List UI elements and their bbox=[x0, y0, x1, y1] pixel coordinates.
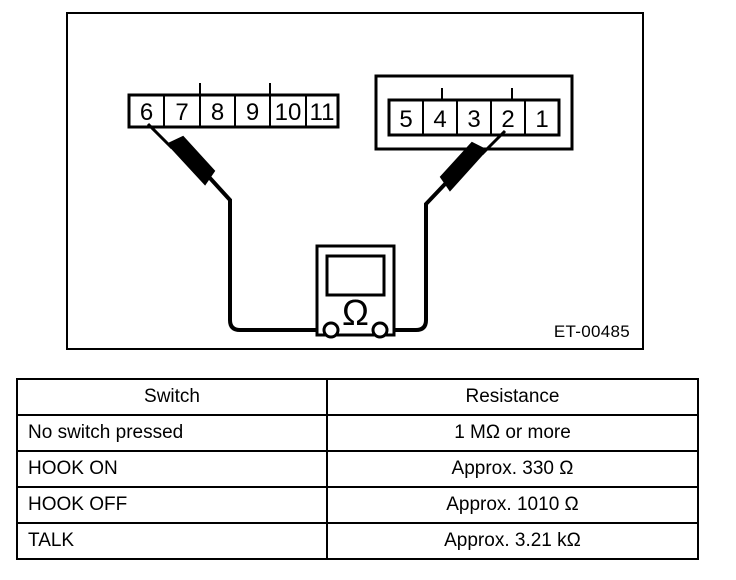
ohmmeter-terminal-right bbox=[371, 321, 389, 339]
cell-resistance: 1 MΩ or more bbox=[326, 414, 699, 452]
right-connector: 5 4 3 2 1 bbox=[374, 74, 574, 151]
table-row: HOOK ON Approx. 330 Ω bbox=[16, 450, 699, 488]
cell-switch: No switch pressed bbox=[16, 414, 328, 452]
left-pin-label-9: 9 bbox=[246, 99, 259, 126]
ohmmeter: Ω bbox=[315, 244, 396, 339]
right-lead-wire bbox=[391, 181, 448, 332]
left-pin-label-10: 10 bbox=[275, 99, 302, 126]
left-probe-handle-icon bbox=[166, 135, 216, 186]
wiring-diagram: 6 7 8 9 10 11 5 4 3 2 1 bbox=[127, 74, 574, 339]
right-pin-label-4: 4 bbox=[433, 106, 446, 133]
cell-switch: TALK bbox=[16, 522, 328, 560]
left-connector-body bbox=[127, 93, 340, 129]
left-pin-label-6: 6 bbox=[140, 99, 153, 126]
cell-switch: HOOK ON bbox=[16, 450, 328, 488]
cell-resistance: Approx. 330 Ω bbox=[326, 450, 699, 488]
figure-reference-label: ET-00485 bbox=[553, 322, 630, 341]
figure-panel: 6 7 8 9 10 11 5 4 3 2 1 bbox=[66, 12, 644, 350]
right-pin-label-5: 5 bbox=[399, 106, 412, 133]
right-pin-label-1: 1 bbox=[535, 106, 548, 133]
ohmmeter-omega-icon: Ω bbox=[342, 292, 369, 333]
left-connector: 6 7 8 9 10 11 bbox=[127, 83, 340, 129]
cell-switch: HOOK OFF bbox=[16, 486, 328, 524]
right-test-lead bbox=[391, 129, 507, 332]
right-connector-body bbox=[387, 98, 561, 137]
cell-resistance: Approx. 3.21 kΩ bbox=[326, 522, 699, 560]
left-connector-tab-icon bbox=[199, 83, 271, 96]
ohmmeter-terminal-left bbox=[322, 321, 340, 339]
table-row: No switch pressed 1 MΩ or more bbox=[16, 414, 699, 452]
table-row: HOOK OFF Approx. 1010 Ω bbox=[16, 486, 699, 524]
cell-resistance: Approx. 1010 Ω bbox=[326, 486, 699, 524]
left-lead-wire bbox=[207, 175, 320, 332]
table-header-row: Switch Resistance bbox=[16, 378, 699, 416]
left-pin-label-8: 8 bbox=[211, 99, 224, 126]
header-resistance: Resistance bbox=[326, 378, 699, 416]
left-pin-label-7: 7 bbox=[175, 99, 188, 126]
right-pin-label-2: 2 bbox=[501, 106, 514, 133]
table-row: TALK Approx. 3.21 kΩ bbox=[16, 522, 699, 560]
resistance-spec-table: Switch Resistance No switch pressed 1 MΩ… bbox=[16, 378, 699, 560]
left-pin-label-11: 11 bbox=[310, 99, 335, 126]
right-connector-tab-icon bbox=[441, 88, 513, 101]
ohmmeter-display bbox=[325, 254, 386, 297]
left-test-lead bbox=[146, 122, 320, 332]
header-switch: Switch bbox=[16, 378, 328, 416]
right-probe-handle-icon bbox=[439, 141, 488, 192]
right-pin-label-3: 3 bbox=[467, 106, 480, 133]
